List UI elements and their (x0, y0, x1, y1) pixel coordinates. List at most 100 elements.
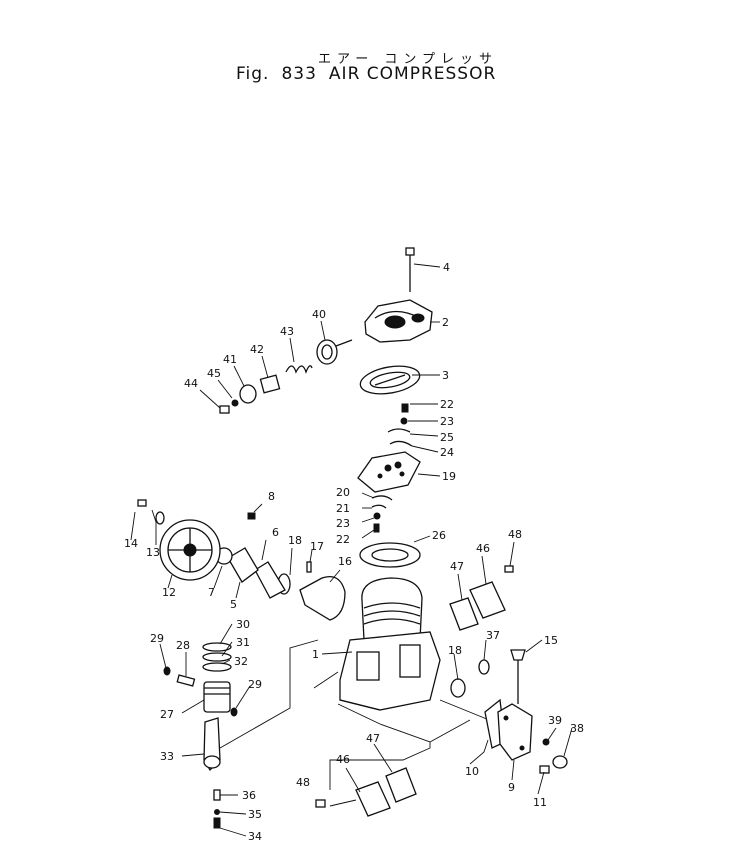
callout-46b: 46 (336, 753, 350, 766)
gasket-part-47 (449, 597, 479, 631)
callout-44: 44 (184, 377, 198, 390)
cover-part-6 (254, 561, 286, 599)
callout-16: 16 (338, 555, 352, 568)
washer-part-45 (231, 399, 239, 407)
leader-lines (130, 263, 573, 837)
side-cover-part-9 (497, 703, 533, 761)
callout-28: 28 (176, 639, 190, 652)
gasket-part-26 (359, 542, 421, 568)
callout-31: 31 (236, 636, 250, 649)
callout-7: 7 (208, 586, 215, 599)
callout-47b: 47 (366, 732, 380, 745)
callout-39: 39 (548, 714, 562, 727)
callout-12: 12 (162, 586, 176, 599)
callout-23a: 23 (440, 415, 454, 428)
cylinder-head-part-2 (364, 299, 433, 343)
bolt-part-36 (213, 789, 221, 801)
bolt-part-4 (405, 247, 415, 292)
piston-ring-part-32 (202, 662, 232, 672)
nut-part-34 (213, 817, 221, 829)
spring-part-21 (371, 504, 387, 509)
callout-37: 37 (486, 629, 500, 642)
snap-ring-part-29b (230, 707, 238, 717)
washer-part-23 (400, 417, 408, 425)
callout-4: 4 (443, 261, 450, 274)
callout-22a: 22 (440, 398, 454, 411)
callout-27: 27 (160, 708, 174, 721)
callout-5: 5 (230, 598, 237, 611)
callout-8: 8 (268, 490, 275, 503)
callout-41: 41 (223, 353, 237, 366)
crankshaft-part-16 (299, 575, 346, 621)
cylinder-part-1 (339, 577, 441, 711)
bolt-part-8 (247, 512, 256, 520)
cover-part-46b (355, 781, 391, 817)
piston-part-27 (203, 681, 231, 713)
callout-14: 14 (124, 537, 138, 550)
head-gasket-part-3 (359, 365, 421, 395)
callout-35: 35 (248, 808, 262, 821)
screw-part-22 (401, 403, 409, 413)
valve-part-24 (389, 440, 413, 447)
callout-23b: 23 (336, 517, 350, 530)
callout-29a: 29 (150, 632, 164, 645)
piston-ring-part-31 (202, 652, 232, 662)
bolt-part-14 (137, 499, 147, 507)
gasket-part-47b (385, 767, 417, 803)
callout-18a: 18 (448, 644, 462, 657)
valve-plate-part-19 (357, 451, 421, 493)
callout-43: 43 (280, 325, 294, 338)
washer-part-37 (478, 659, 490, 675)
key-part-17 (306, 561, 312, 573)
cap-part-41 (239, 384, 257, 404)
callout-1: 1 (312, 648, 319, 661)
callout-29b: 29 (248, 678, 262, 691)
callout-42: 42 (250, 343, 264, 356)
title-text: AIR COMPRESSOR (328, 64, 497, 84)
callout-3: 3 (442, 369, 449, 382)
unloader-body-part-40 (316, 339, 353, 365)
piston-pin-part-28 (176, 674, 196, 687)
callout-34: 34 (248, 830, 262, 842)
callout-numbers: 4 2 3 22 23 25 24 19 20 21 23 22 26 40 4… (124, 261, 584, 842)
piston-part-42 (259, 374, 281, 394)
callout-45: 45 (207, 367, 221, 380)
callout-19: 19 (442, 470, 456, 483)
callout-20: 20 (336, 486, 350, 499)
callout-48b: 48 (296, 776, 310, 789)
callout-30: 30 (236, 618, 250, 631)
drain-plug-part-38 (552, 755, 568, 769)
callout-46a: 46 (476, 542, 490, 555)
pulley-part-12 (159, 519, 221, 581)
breather-cap-part-15 (510, 649, 526, 704)
spring-part-43 (285, 365, 313, 374)
fig-number: 833 (281, 64, 317, 84)
oil-seal-part-18 (450, 678, 466, 698)
bearing-housing-part-5 (227, 547, 259, 583)
callout-6: 6 (272, 526, 279, 539)
callout-9: 9 (508, 781, 515, 794)
callout-24: 24 (440, 446, 454, 459)
callout-40: 40 (312, 308, 326, 321)
callout-48a: 48 (508, 528, 522, 541)
snap-ring-part-29 (163, 666, 171, 676)
cover-part-46 (469, 581, 506, 619)
callout-10: 10 (465, 765, 479, 778)
callout-22b: 22 (336, 533, 350, 546)
fig-prefix: Fig. (236, 64, 270, 84)
callout-2: 2 (442, 316, 449, 329)
callout-15: 15 (544, 634, 558, 647)
valve-spring-part-25 (387, 428, 411, 433)
piston-ring-part-30 (202, 642, 232, 652)
callout-25: 25 (440, 431, 454, 444)
callout-32: 32 (234, 655, 248, 668)
screw-part-22b (373, 523, 380, 533)
callout-36: 36 (242, 789, 256, 802)
bolt-part-48b (315, 799, 326, 808)
callout-38: 38 (570, 722, 584, 735)
callout-11: 11 (533, 796, 547, 809)
callout-21: 21 (336, 502, 350, 515)
callout-26: 26 (432, 529, 446, 542)
bolt-part-44 (219, 405, 230, 414)
